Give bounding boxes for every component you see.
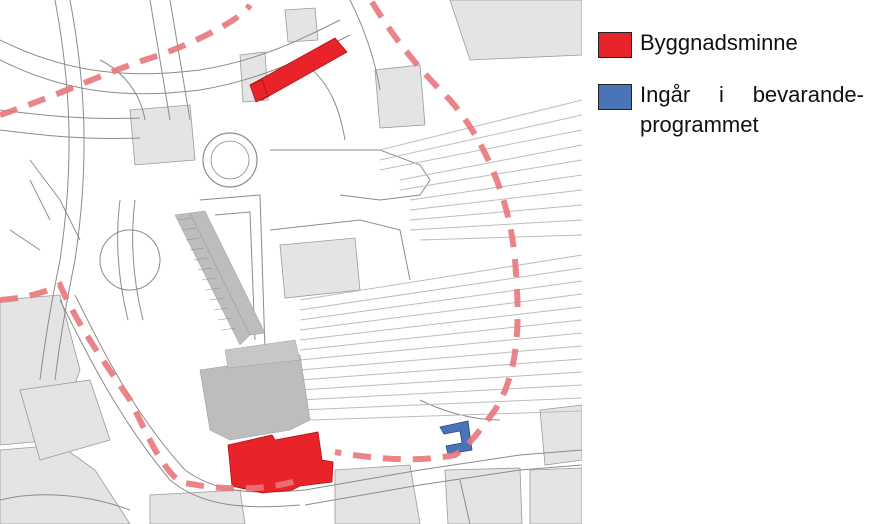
bevarande-building: [439, 420, 473, 455]
map-canvas[interactable]: [0, 0, 582, 524]
map-legend: Byggnadsminne Ingår i bevarande-programm…: [596, 28, 886, 162]
block-south-mid: [334, 464, 421, 524]
legend-swatch-blue: [598, 84, 632, 110]
block-northeast: [449, 0, 582, 61]
block-north-small: [129, 104, 196, 166]
block-cross-building: [19, 379, 111, 461]
byggnadsminne-north-wing: [249, 79, 269, 103]
building-blocks: [0, 0, 582, 524]
railway-tracks: [299, 99, 582, 421]
legend-swatch-red: [598, 32, 632, 58]
legend-item-byggnadsminne: Byggnadsminne: [596, 28, 886, 58]
platform-canopy: [174, 210, 266, 346]
station-roof: [199, 354, 311, 441]
legend-label-byggnadsminne: Byggnadsminne: [640, 30, 798, 55]
block-north-tiny: [284, 7, 319, 43]
block-southeast: [529, 467, 582, 524]
roundabout-inner: [210, 140, 250, 180]
block-east: [539, 404, 582, 466]
station-roof-upper: [224, 339, 301, 369]
block-north-right: [374, 64, 426, 129]
platform-hatching: [177, 217, 237, 331]
legend-label-bevarande: Ingår i bevarande-programmet: [640, 82, 864, 137]
block-south-left: [149, 489, 246, 524]
byggnadsminne-central-station: [227, 431, 334, 494]
area-boundary-line: [0, 0, 521, 492]
legend-item-bevarande: Ingår i bevarande-programmet: [596, 80, 886, 140]
block-central: [279, 237, 361, 299]
byggnadsminne-buildings: [227, 37, 348, 494]
roundabout: [202, 132, 258, 188]
block-south-right: [444, 467, 523, 524]
